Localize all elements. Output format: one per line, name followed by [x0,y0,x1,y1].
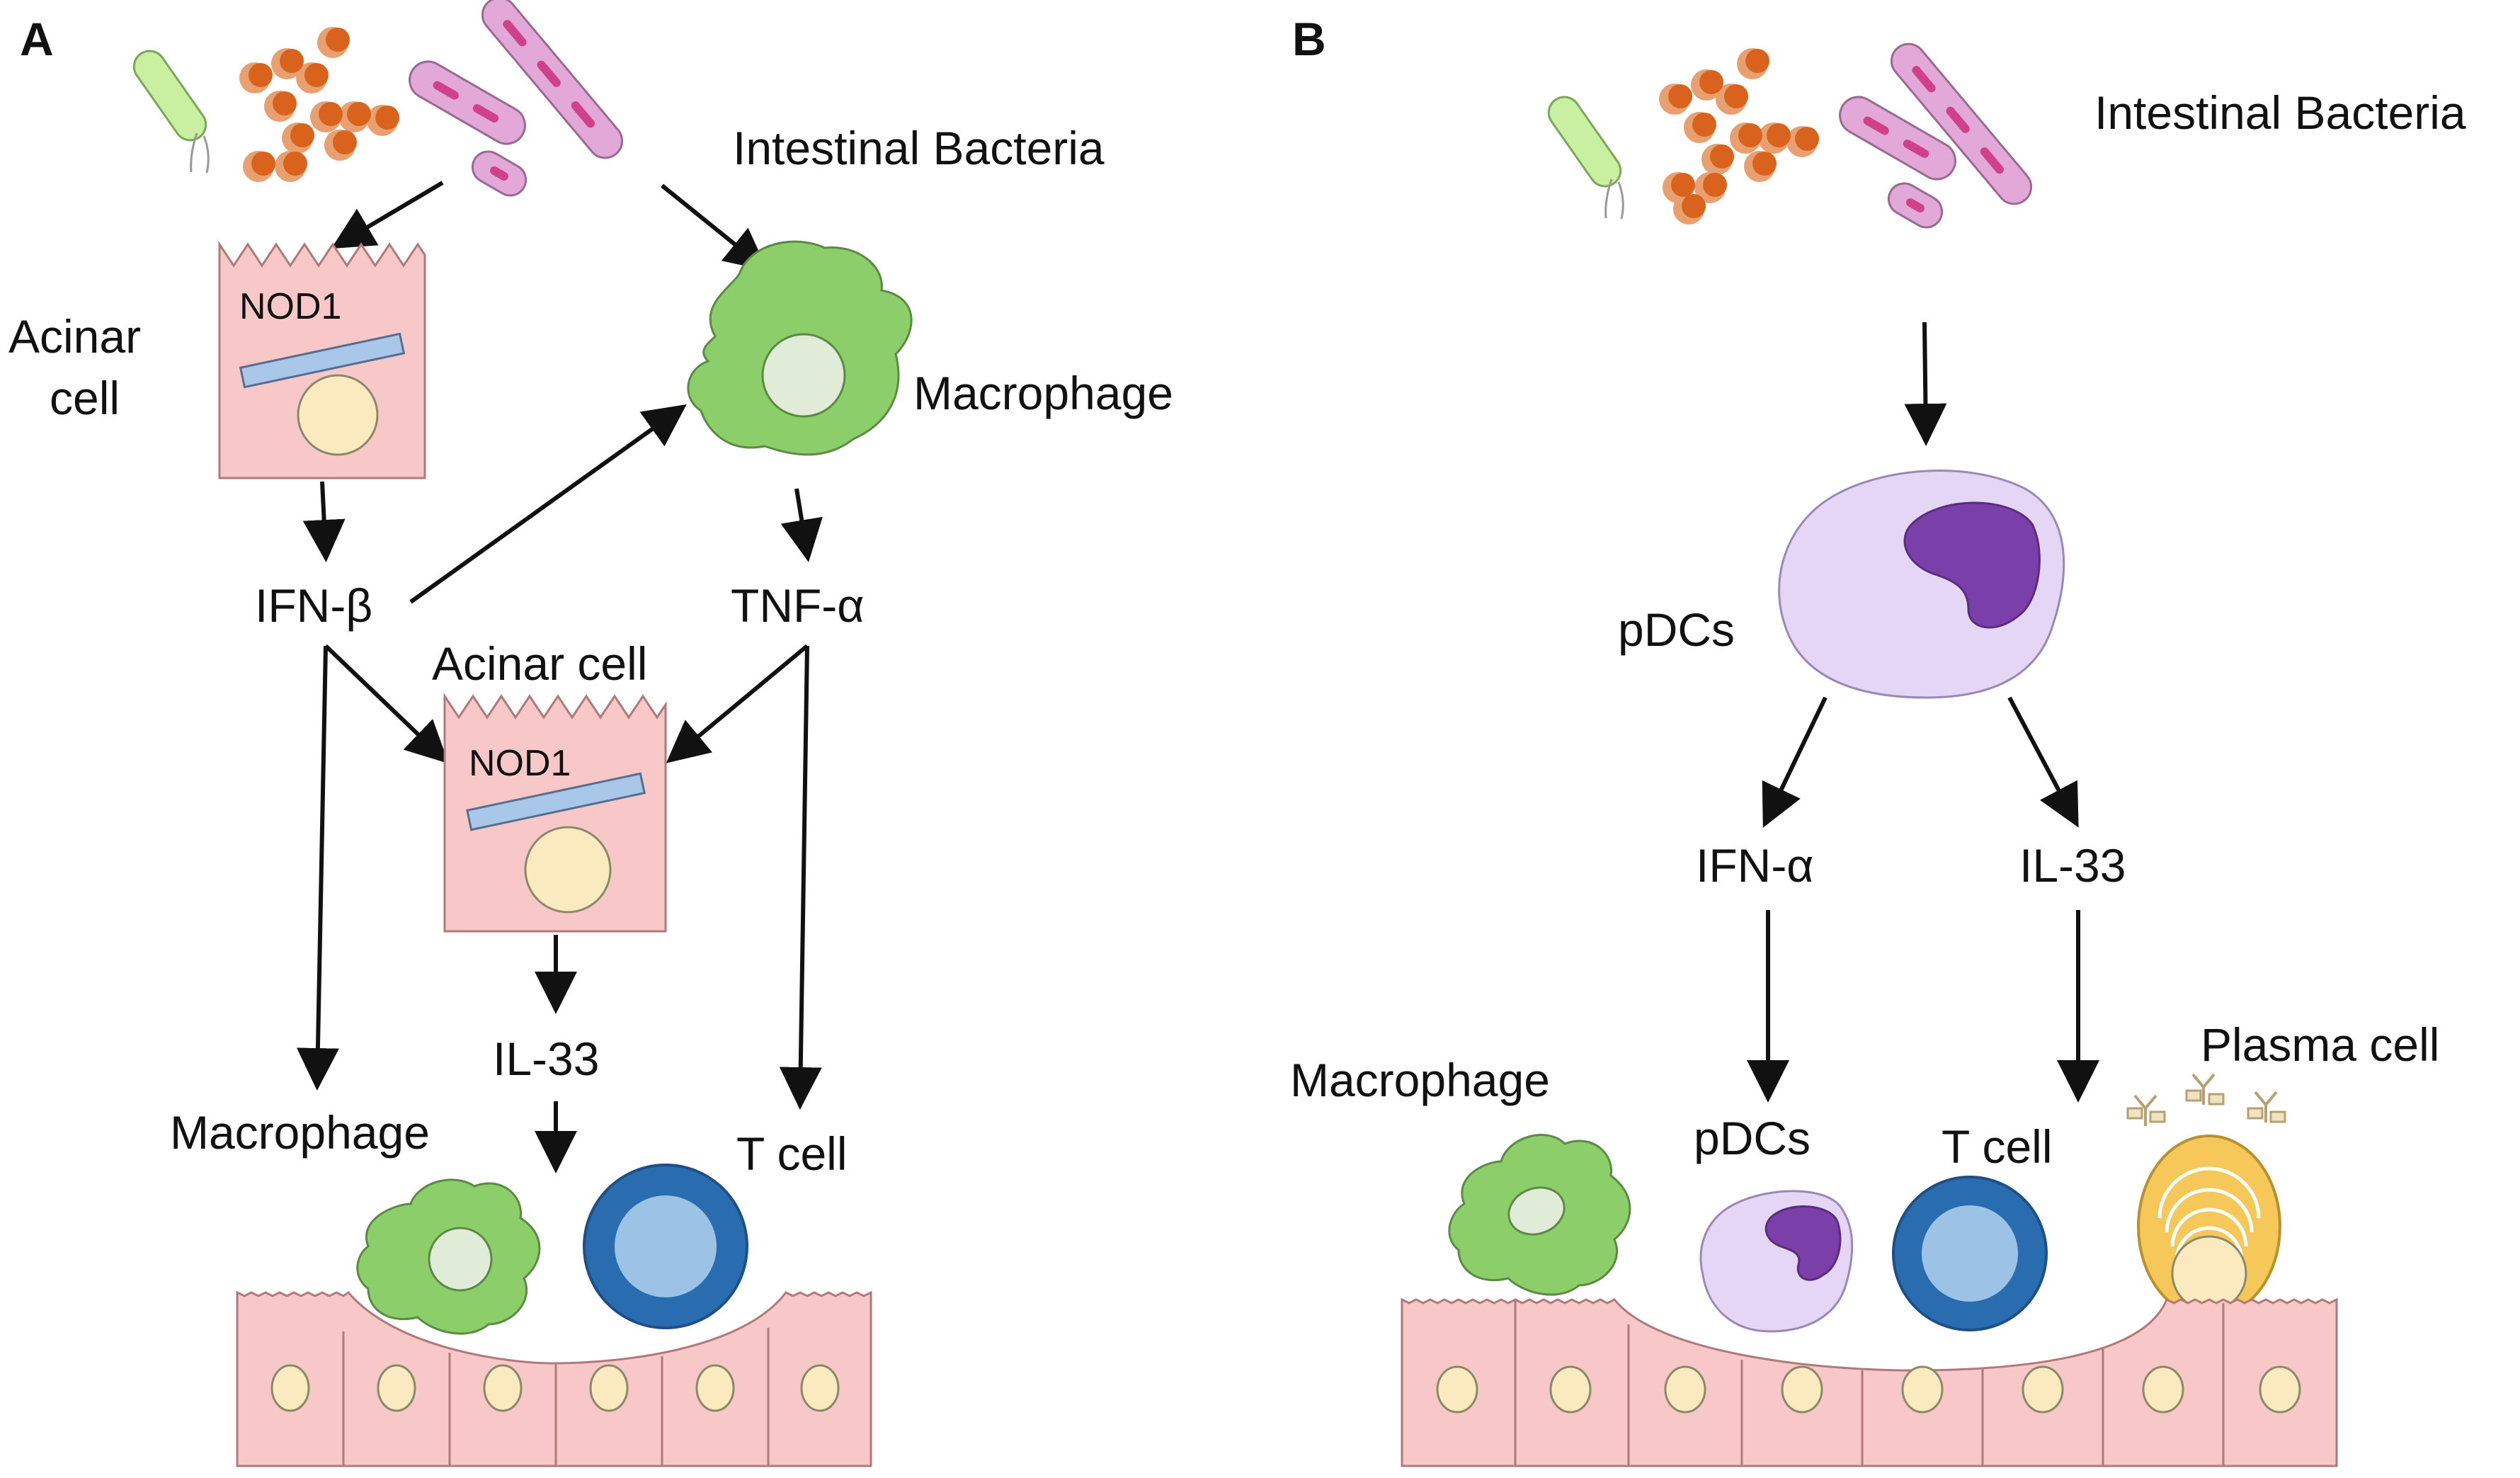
pink-bacterium-short [409,60,526,145]
nod1-bar-mid [466,772,646,831]
t-cell-b [1892,1176,2048,1331]
panel-b: B [1290,13,2466,1467]
panel-b-label: B [1292,13,1326,65]
macrophage-top [687,240,913,456]
intestinal-bacteria-label-b: Intestinal Bacteria [2094,86,2466,139]
ifn-beta-label: IFN-β [255,579,372,632]
t-cell-label-a: T cell [736,1127,848,1180]
bacteria-cluster-a [132,0,624,197]
macrophage-label-b: Macrophage [1290,1054,1550,1106]
epithelium-b [1401,1297,2338,1467]
plasma-cell-label: Plasma cell [2201,1018,2439,1071]
acinar-cell-mid: NOD1 [443,693,667,933]
il33-label-b: IL-33 [2019,839,2126,892]
ifn-alpha-label: IFN-α [1696,839,1813,892]
plasma-cell [2126,1073,2286,1319]
acinar-cell-top: NOD1 [218,241,426,479]
pdc-small [1699,1190,1854,1333]
pink-bacterium-long [481,0,624,159]
tnf-alpha-label: TNF-α [731,579,864,632]
intestinal-bacteria-label-a: Intestinal Bacteria [733,122,1105,174]
nod1-label-mid: NOD1 [469,743,571,784]
acinar-cell-label-mid: Acinar cell [432,637,647,690]
t-cell-label-b: T cell [1942,1120,2053,1173]
pdcs-label-b: pDCs [1618,603,1735,656]
il33-label-a: IL-33 [493,1033,599,1085]
nod1-bar-top [239,332,406,389]
panel-a-label: A [20,13,54,65]
pdcs-bottom-label: pDCs [1694,1112,1811,1164]
antibody-icons [2133,1073,2278,1126]
macrophage-bottom-a [356,1178,541,1335]
panel-a: A [8,0,1173,1467]
pink-bacterium-small [471,150,528,197]
t-cell-a [583,1164,748,1329]
macrophage-label-a: Macrophage [913,367,1173,419]
acinar-cell-label-line2: cell [50,372,120,424]
acinar-cell-label-line1: Acinar [8,310,141,363]
bacteria-cluster-b [1547,42,2033,229]
macrophage-bottom-b [1448,1134,1631,1296]
nod1-label-top: NOD1 [239,286,341,327]
macrophage-bottom-label-a: Macrophage [170,1106,430,1159]
epithelium-a [236,1290,872,1467]
pdc-large [1778,470,2065,699]
green-bacterium [132,50,207,142]
